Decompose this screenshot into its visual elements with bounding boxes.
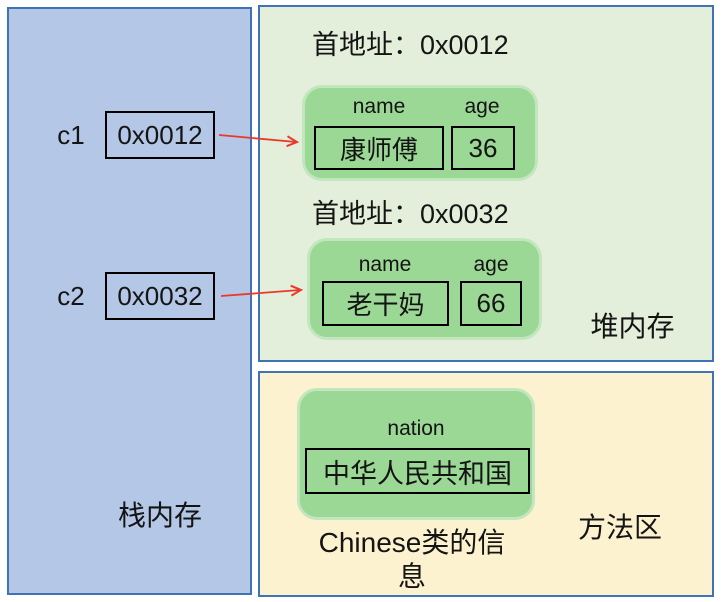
stack-memory-panel: c1 0x0012 c2 0x0032 栈内存 [7, 7, 252, 595]
variable-name-c1: c1 [57, 119, 85, 150]
field-label-age: age [473, 253, 509, 276]
class-info-object: nation 中华人民共和国 [297, 388, 535, 520]
heap-object-1-address-title: 首地址：0x0012 [312, 30, 509, 60]
field-value-age: 36 [451, 126, 515, 170]
heap-object-2-address-title: 首地址：0x0032 [312, 199, 509, 229]
field-label-nation: nation [387, 417, 445, 440]
field-value-nation: 中华人民共和国 [305, 448, 530, 494]
heap-memory-label: 堆内存 [590, 311, 675, 342]
variable-name-c2: c2 [57, 280, 85, 311]
field-value-name: 康师傅 [314, 126, 444, 170]
field-value-age: 66 [460, 281, 522, 326]
address-box-c2: 0x0032 [105, 272, 215, 320]
method-area-panel: nation 中华人民共和国 Chinese类的信息 方法区 [258, 371, 714, 597]
class-info-caption: Chinese类的信息 [318, 527, 506, 592]
field-label-age: age [464, 95, 500, 118]
heap-memory-panel: 首地址：0x0012 name age 康师傅 36 首地址：0x0032 na… [258, 5, 714, 362]
field-label-name: name [352, 95, 406, 118]
field-label-name: name [358, 253, 412, 276]
heap-object-2: name age 老干妈 66 [307, 238, 542, 340]
heap-object-1: name age 康师傅 36 [302, 85, 538, 181]
field-value-name: 老干妈 [322, 281, 449, 326]
stack-memory-label: 栈内存 [117, 500, 202, 531]
method-area-label: 方法区 [577, 512, 662, 543]
address-box-c1: 0x0012 [105, 111, 215, 159]
